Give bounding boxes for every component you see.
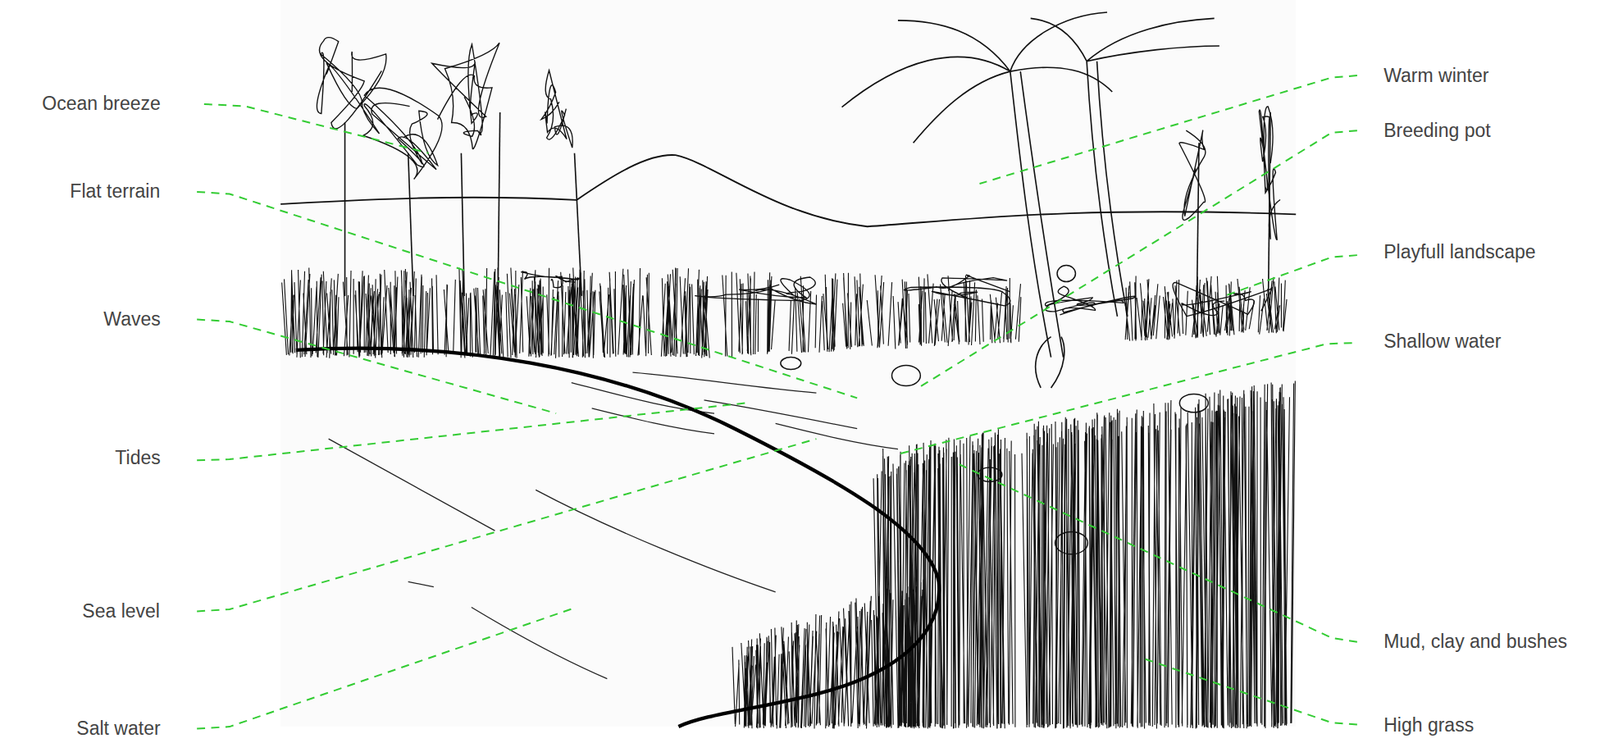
callout-label: Tides: [114, 448, 160, 468]
scribble-foliage: [316, 37, 1281, 317]
paper: [280, 0, 1296, 727]
callout-label: Playfull landscape: [1383, 242, 1536, 262]
rocks: [780, 265, 1208, 555]
callout-label: Ocean breeze: [41, 94, 160, 114]
callout-label: Salt water: [76, 719, 160, 739]
callout-label: Mud, clay and bushes: [1383, 632, 1568, 652]
callout-label: Waves: [103, 309, 160, 329]
water-strokes: [328, 372, 899, 679]
high-grass: [282, 267, 1296, 729]
callout-label: Warm winter: [1383, 66, 1489, 86]
leader-lines: [196, 75, 1358, 729]
callout-label: Breeding pot: [1383, 121, 1491, 141]
callout-label: Flat terrain: [69, 182, 160, 201]
callout-label: Sea level: [82, 601, 160, 621]
callout-label: High grass: [1383, 715, 1474, 735]
callout-label: Shallow water: [1383, 332, 1501, 351]
